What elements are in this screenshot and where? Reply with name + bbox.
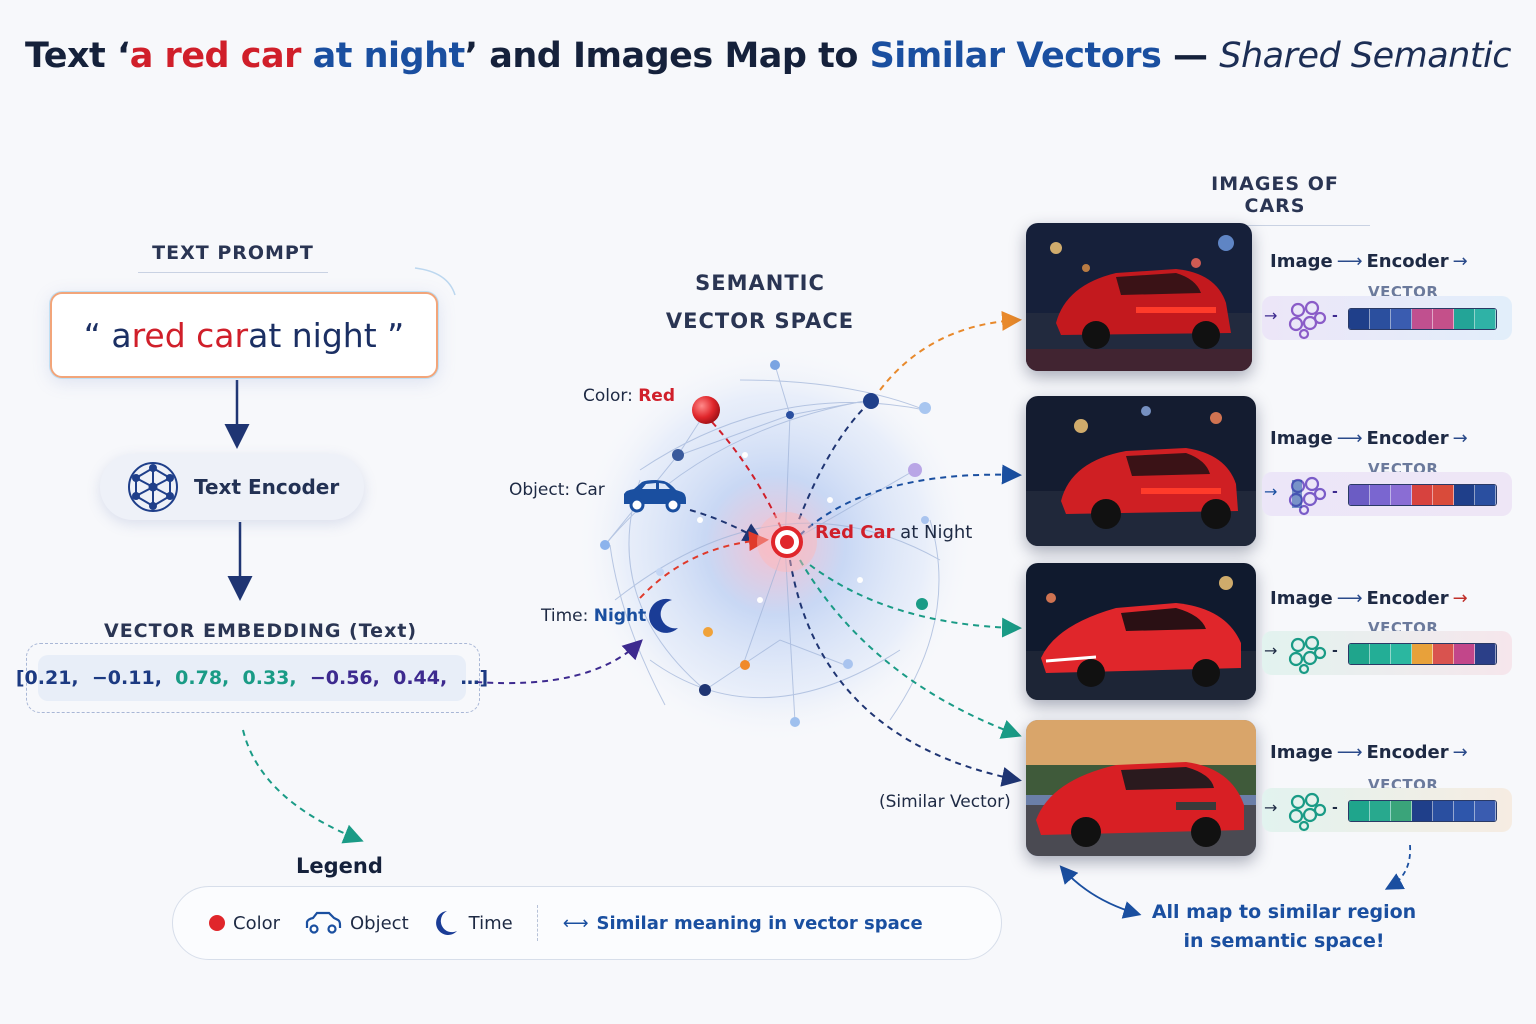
legend-title: Legend xyxy=(296,854,383,878)
encoder-row-4: Image⟶Encoder→ xyxy=(1270,742,1468,763)
double-arrow-icon: ⟷ xyxy=(562,912,589,934)
vector-cell xyxy=(1454,309,1475,329)
vector-cell xyxy=(1412,309,1433,329)
vector-cell xyxy=(1454,485,1475,505)
vector-cell xyxy=(1391,485,1412,505)
legend-color: Color xyxy=(209,913,280,934)
legend-time: Time xyxy=(433,909,513,937)
brain-icon-3 xyxy=(1288,635,1327,675)
vector-cell xyxy=(1433,644,1454,664)
color-label: Color: Red xyxy=(583,386,676,406)
encoder-row-3: Image⟶Encoder→ xyxy=(1270,588,1468,609)
arrow-time-to-center xyxy=(639,531,769,599)
text-prompt-heading: TEXT PROMPT xyxy=(138,242,328,273)
vector-cell xyxy=(1412,801,1433,821)
brain-icon-4 xyxy=(1288,792,1327,832)
arrow-to-image-2 xyxy=(799,464,1022,536)
vector-cell xyxy=(1475,644,1496,664)
title-blue-text: at night xyxy=(312,36,466,76)
vector-cell xyxy=(1454,801,1475,821)
arrow-embedding-to-legend xyxy=(242,729,364,844)
vector-cell xyxy=(1454,644,1475,664)
legend: Color Object Time ⟷ Similar meaning in v… xyxy=(172,886,1002,960)
vector-cell xyxy=(1370,644,1391,664)
similar-vector-label: (Similar Vector) xyxy=(879,792,1011,812)
vector-bar-4 xyxy=(1348,800,1497,822)
vector-cell xyxy=(1370,309,1391,329)
arrow-similar-vector xyxy=(789,559,1022,787)
moon-legend-icon xyxy=(435,911,457,935)
arrow-node-to-center xyxy=(797,401,871,523)
car-outline-icon xyxy=(305,911,342,934)
vector-cell xyxy=(1475,309,1496,329)
vector-bar-3 xyxy=(1348,643,1497,665)
embedding-outer-frame xyxy=(26,643,480,713)
title-italic: Shared Semantic xyxy=(1219,36,1512,76)
legend-object: Object xyxy=(304,911,409,935)
vector-cell xyxy=(1349,485,1370,505)
vector-cell xyxy=(1370,485,1391,505)
page-title: Text ‘a red car at night’ and Images Map… xyxy=(24,36,1512,76)
green-node xyxy=(916,598,928,610)
arrow-to-image-4 xyxy=(799,559,1022,739)
encoder-row-2: Image⟶Encoder→ xyxy=(1270,428,1468,449)
vector-cell xyxy=(1391,801,1412,821)
navy-node xyxy=(863,393,879,409)
car-image-3 xyxy=(1026,563,1256,700)
center-label: Red Car at Night xyxy=(815,522,973,543)
vector-embedding-values: [0.21, −0.11, 0.78, 0.33, −0.56, 0.44, …… xyxy=(16,655,488,701)
car-icon xyxy=(624,480,686,513)
neural-network-icon xyxy=(128,462,178,512)
object-label: Object: Car xyxy=(509,480,605,500)
vector-cell xyxy=(1475,485,1496,505)
vector-cell xyxy=(1391,309,1412,329)
vector-cell xyxy=(1433,485,1454,505)
vector-cell xyxy=(1475,801,1496,821)
text-encoder-label: Text Encoder xyxy=(194,475,340,499)
arrow-embedding-to-space xyxy=(475,639,643,685)
legend-similar: ⟷ Similar meaning in vector space xyxy=(562,912,923,934)
legend-separator xyxy=(536,905,539,941)
vector-cell xyxy=(1412,485,1433,505)
arrow-note-right xyxy=(1384,844,1411,890)
prompt-red-car: red car xyxy=(131,315,249,355)
vector-bar-1 xyxy=(1348,308,1497,330)
arrow-color-to-center xyxy=(711,421,783,531)
color-node xyxy=(692,396,720,424)
arrow-to-image-1 xyxy=(879,310,1022,391)
arrow-to-image-3 xyxy=(809,564,1022,638)
vector-bar-2 xyxy=(1348,484,1497,506)
prompt-decoration xyxy=(414,267,456,296)
car-image-4 xyxy=(1026,720,1256,856)
brain-icon-2 xyxy=(1288,476,1327,516)
vector-cell xyxy=(1370,801,1391,821)
arrow-note-left xyxy=(1059,865,1142,919)
moon-icon xyxy=(649,598,678,633)
vector-cell xyxy=(1349,801,1370,821)
car-image-2 xyxy=(1026,396,1256,546)
red-dot-icon xyxy=(209,915,225,931)
time-label: Time: Night xyxy=(541,606,647,626)
vector-cell xyxy=(1433,309,1454,329)
brain-icon-1 xyxy=(1288,300,1327,340)
vector-cell xyxy=(1391,644,1412,664)
vector-cell xyxy=(1349,644,1370,664)
vector-cell xyxy=(1412,644,1433,664)
text-prompt-box: “ a red car at night ” xyxy=(50,292,438,378)
car-image-1 xyxy=(1026,223,1252,371)
encoder-row-1: Image⟶Encoder→ xyxy=(1270,251,1468,272)
text-encoder: Text Encoder xyxy=(100,454,364,520)
vector-cell xyxy=(1349,309,1370,329)
bottom-note: All map to similar region in semantic sp… xyxy=(1151,901,1417,952)
title-similar-vectors: Similar Vectors xyxy=(869,36,1162,76)
vector-embedding-heading: VECTOR EMBEDDING (Text) xyxy=(104,620,418,642)
vector-cell xyxy=(1433,801,1454,821)
images-heading: IMAGES OF CARS xyxy=(1180,173,1370,226)
network-nodes xyxy=(600,360,931,727)
semantic-space-heading: SEMANTIC VECTOR SPACE xyxy=(665,271,855,333)
title-red-text: a red car xyxy=(129,36,302,76)
